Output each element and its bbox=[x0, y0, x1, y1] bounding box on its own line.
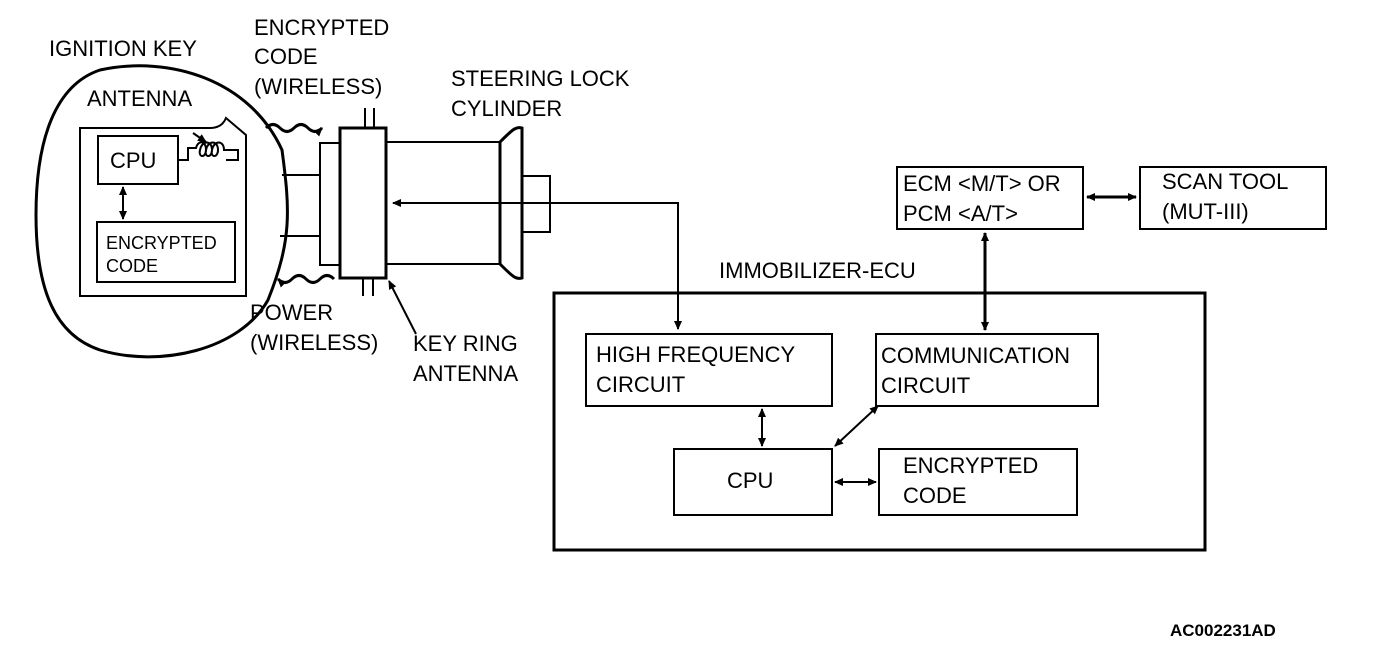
cpu-comm-arrow bbox=[834, 405, 879, 447]
communication-circuit-box bbox=[875, 333, 1099, 407]
encrypted-wireless-wave-icon bbox=[264, 123, 324, 137]
key-ring-antenna-body bbox=[338, 126, 388, 280]
encrypted-wireless-label-2: CODE bbox=[254, 44, 318, 69]
key-ring-label-2: ANTENNA bbox=[413, 361, 518, 386]
scan-tool-box bbox=[1139, 166, 1327, 230]
antenna-coil-icon bbox=[178, 141, 239, 161]
antenna-label: ANTENNA bbox=[87, 86, 192, 111]
ecm-label-2: PCM <A/T> bbox=[903, 201, 1018, 226]
hf-label-2: CIRCUIT bbox=[596, 372, 685, 397]
antenna-hf-arrow bbox=[392, 199, 682, 330]
ignition-key-label: IGNITION KEY bbox=[49, 36, 197, 61]
key-ring-antenna-flange bbox=[319, 142, 341, 266]
power-label-1: POWER bbox=[250, 300, 333, 325]
figure-id: AC002231AD bbox=[1170, 621, 1276, 640]
key-ring-label-1: KEY RING bbox=[413, 331, 518, 356]
ecm-label-1: ECM <M/T> OR bbox=[903, 171, 1061, 196]
comm-label-2: CIRCUIT bbox=[881, 373, 970, 398]
ecu-cpu-label: CPU bbox=[727, 468, 773, 493]
ecu-encrypted-label-2: CODE bbox=[903, 483, 967, 508]
antenna-pointer bbox=[192, 132, 207, 143]
key-cpu-label: CPU bbox=[110, 148, 156, 173]
steering-label-1: STEERING LOCK bbox=[451, 66, 630, 91]
comm-label-1: COMMUNICATION bbox=[881, 343, 1070, 368]
power-label-2: (WIRELESS) bbox=[250, 330, 378, 355]
key-ring-pointer bbox=[388, 280, 417, 335]
immobilizer-ecu-box bbox=[552, 291, 1207, 552]
ecu-cpu-box bbox=[673, 448, 833, 516]
ecu-encrypted-code-box bbox=[878, 448, 1078, 516]
scan-label-2: (MUT-III) bbox=[1162, 199, 1249, 224]
ignition-key-outline bbox=[34, 64, 289, 359]
encrypted-wireless-label-1: ENCRYPTED bbox=[254, 15, 389, 40]
key-encrypted-label-1: ENCRYPTED bbox=[106, 233, 217, 253]
power-wireless-wave-icon bbox=[276, 274, 336, 288]
scan-label-1: SCAN TOOL bbox=[1162, 169, 1288, 194]
key-chip-outline bbox=[79, 116, 247, 297]
high-frequency-circuit-box bbox=[585, 333, 833, 407]
key-encrypted-label-2: CODE bbox=[106, 256, 158, 276]
encrypted-wireless-label-3: (WIRELESS) bbox=[254, 74, 382, 99]
ecm-pcm-box bbox=[896, 166, 1084, 230]
steering-label-2: CYLINDER bbox=[451, 96, 562, 121]
ecu-encrypted-label-1: ENCRYPTED bbox=[903, 453, 1038, 478]
immobilizer-ecu-title: IMMOBILIZER-ECU bbox=[719, 258, 916, 283]
hf-label-1: HIGH FREQUENCY bbox=[596, 342, 796, 367]
key-cpu-box bbox=[97, 135, 179, 185]
key-encrypted-box bbox=[96, 221, 236, 283]
